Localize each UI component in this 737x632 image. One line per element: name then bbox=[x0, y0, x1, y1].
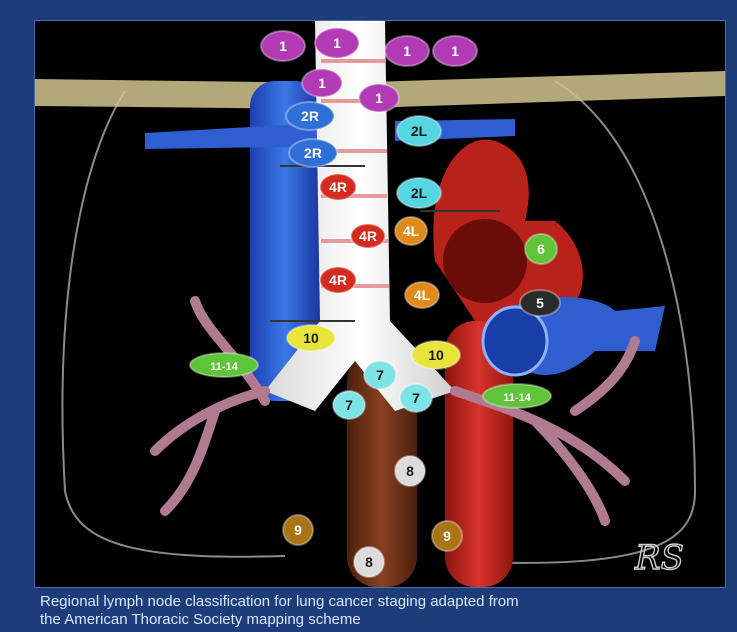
artist-signature: RS bbox=[634, 538, 684, 578]
node-5: 5 bbox=[520, 290, 560, 316]
node-8-b: 8 bbox=[354, 547, 384, 577]
node-label: 11-14 bbox=[210, 361, 238, 373]
node-label: 7 bbox=[345, 397, 353, 413]
node-2L-upper: 2L bbox=[397, 116, 441, 146]
node-label: 7 bbox=[376, 367, 384, 383]
node-label: 1 bbox=[403, 43, 411, 59]
node-4R-a: 4R bbox=[320, 174, 356, 200]
node-label: 10 bbox=[428, 347, 444, 363]
node-2R-upper: 2R bbox=[286, 102, 334, 130]
node-label: 9 bbox=[443, 528, 451, 544]
node-label: 5 bbox=[536, 295, 544, 311]
node-label: 9 bbox=[294, 522, 302, 538]
node-7-c: 7 bbox=[400, 384, 432, 412]
node-label: 7 bbox=[412, 390, 420, 406]
aortic-arch-lumen bbox=[443, 219, 527, 303]
anatomy-svg: 1 1 1 1 1 1 2R 2R 2L 2L 4R 4R 4R 4L 4L 5 6 10 10 11-14 11-14… bbox=[35, 21, 725, 587]
caption-line-2: the American Thoracic Society mapping sc… bbox=[40, 611, 720, 629]
node-label: 8 bbox=[406, 463, 414, 479]
node-label: 4L bbox=[414, 287, 431, 303]
node-label: 2R bbox=[304, 145, 322, 161]
node-1f: 1 bbox=[359, 84, 399, 112]
node-2R-lower: 2R bbox=[289, 139, 337, 167]
node-label: 1 bbox=[333, 35, 341, 51]
node-1e: 1 bbox=[302, 69, 342, 97]
node-1c: 1 bbox=[385, 36, 429, 66]
node-label: 1 bbox=[279, 38, 287, 54]
node-9-a: 9 bbox=[283, 515, 313, 545]
node-10-right: 10 bbox=[287, 325, 335, 351]
node-4L-a: 4L bbox=[395, 217, 427, 245]
node-6: 6 bbox=[525, 234, 557, 264]
node-1a: 1 bbox=[261, 31, 305, 61]
node-4R-b: 4R bbox=[351, 224, 385, 248]
node-label: 8 bbox=[365, 554, 373, 570]
node-label: 4R bbox=[359, 228, 377, 244]
node-label: 4R bbox=[329, 179, 347, 195]
node-9-b: 9 bbox=[432, 521, 462, 551]
pulmonary-artery-lumen bbox=[483, 307, 547, 375]
node-label: 2R bbox=[301, 108, 319, 124]
right-bronchus-tree bbox=[155, 301, 265, 511]
node-7-b: 7 bbox=[333, 391, 365, 419]
node-2L-lower: 2L bbox=[397, 178, 441, 208]
lymph-node-map-illustration: 1 1 1 1 1 1 2R 2R 2L 2L 4R 4R 4R 4L 4L 5 6 10 10 11-14 11-14… bbox=[34, 20, 726, 588]
node-11-14-right: 11-14 bbox=[190, 353, 258, 377]
node-8-a: 8 bbox=[395, 456, 425, 486]
node-label: 1 bbox=[318, 75, 326, 91]
node-11-14-left: 11-14 bbox=[483, 384, 551, 408]
caption-line-1: Regional lymph node classification for l… bbox=[40, 593, 720, 611]
node-4R-c: 4R bbox=[320, 267, 356, 293]
node-4L-b: 4L bbox=[405, 282, 439, 308]
node-label: 6 bbox=[537, 241, 545, 257]
node-label: 1 bbox=[451, 43, 459, 59]
node-7-a: 7 bbox=[364, 361, 396, 389]
node-label: 2L bbox=[411, 185, 428, 201]
node-1d: 1 bbox=[433, 36, 477, 66]
node-1b: 1 bbox=[315, 28, 359, 58]
node-label: 4R bbox=[329, 272, 347, 288]
node-10-left: 10 bbox=[412, 341, 460, 369]
node-label: 11-14 bbox=[503, 392, 531, 404]
node-label: 10 bbox=[303, 330, 319, 346]
node-label: 4L bbox=[403, 223, 420, 239]
node-label: 2L bbox=[411, 123, 428, 139]
node-label: 1 bbox=[375, 90, 383, 106]
figure-caption: Regional lymph node classification for l… bbox=[40, 593, 720, 629]
